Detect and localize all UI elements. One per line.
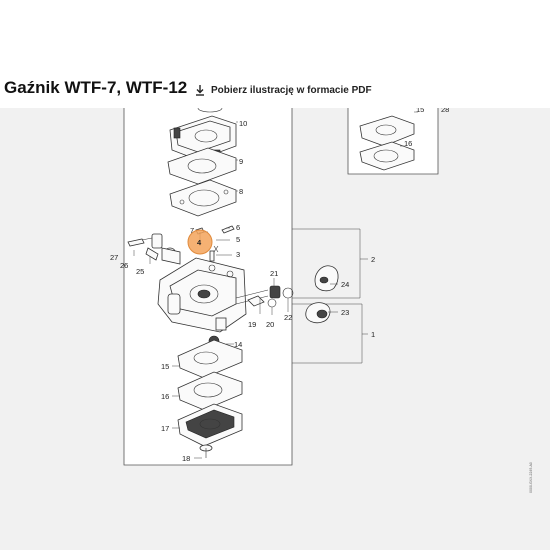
parts-diagram: 10 9 8 7 6 5 4 3 27 26 25 21 19 20 22 14… [110,108,533,493]
carburetor-body [157,257,269,333]
callout-16[interactable]: 16 [161,392,169,401]
page-title: Gaźnik WTF-7, WTF-12 [4,78,188,97]
callout-7[interactable]: 7 [190,226,194,235]
side-code: 0000-GXX-2249-A0 [529,462,533,493]
bracket-1 [292,303,363,364]
callout-18[interactable]: 18 [182,454,190,463]
callout-5[interactable]: 5 [236,235,240,244]
callout-4[interactable]: 4 [197,238,202,247]
part-16-diaphragm [177,371,243,411]
callout-24[interactable]: 24 [341,280,349,289]
part-24-kit [314,265,339,292]
callout-6[interactable]: 6 [236,223,240,232]
callout-20[interactable]: 20 [266,320,274,329]
callout-8[interactable]: 8 [239,187,243,196]
callout-1[interactable]: 1 [371,330,375,339]
part-23-kit [305,302,331,324]
callout-17[interactable]: 17 [161,424,169,433]
callout-16-kit[interactable]: 16 [404,139,412,148]
parts-15-16-kit [359,115,415,171]
callout-15-kit[interactable]: 15 [416,108,424,114]
callout-22[interactable]: 22 [284,313,292,322]
callout-2[interactable]: 2 [371,255,375,264]
callout-9[interactable]: 9 [239,157,243,166]
callout-15[interactable]: 15 [161,362,169,371]
leader-lines [133,111,418,459]
ring-part [197,108,223,113]
callout-19[interactable]: 19 [248,320,256,329]
download-icon [195,84,205,96]
callout-23[interactable]: 23 [341,308,349,317]
download-pdf-label: Pobierz ilustrację w formacie PDF [211,84,372,96]
highlight-marker[interactable] [187,229,213,255]
part-15-gasket [177,339,243,379]
callout-21[interactable]: 21 [270,269,278,278]
callout-25[interactable]: 25 [136,267,144,276]
part-17-cover [177,403,243,447]
download-pdf-link[interactable]: Pobierz ilustrację w formacie PDF [195,82,372,98]
part-18-screw [199,444,213,458]
diagram-panel: 10 9 8 7 6 5 4 3 27 26 25 21 19 20 22 14… [0,108,550,550]
bracket-2 [292,228,361,299]
callout-3[interactable]: 3 [236,250,240,259]
callout-14[interactable]: 14 [234,340,242,349]
page-header: Gaźnik WTF-7, WTF-12 Pobierz ilustrację … [0,72,550,108]
callout-26[interactable]: 26 [120,261,128,270]
callout-27[interactable]: 27 [110,253,118,262]
callout-28[interactable]: 28 [441,108,449,114]
part-9-gasket [167,147,237,185]
part-8-diaphragm [169,179,237,217]
callout-10[interactable]: 10 [239,119,247,128]
parts-25-27 [127,233,181,265]
